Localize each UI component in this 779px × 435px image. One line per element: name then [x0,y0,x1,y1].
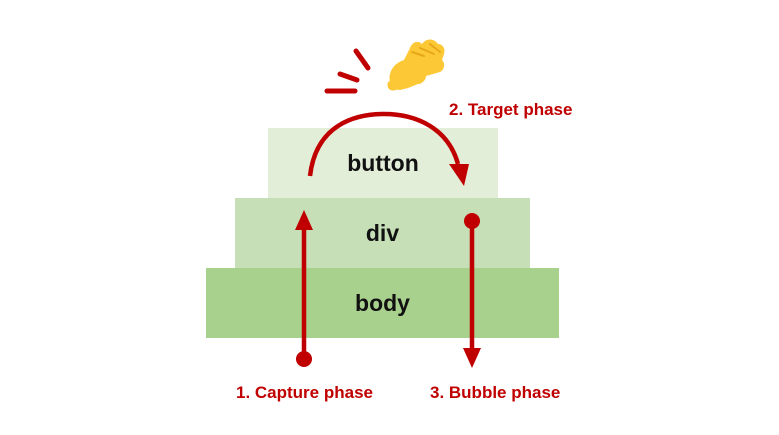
layer-div: div [235,198,530,268]
click-burst-icon [324,48,371,94]
pointing-hand-icon [387,39,445,91]
capture-phase-label: 1. Capture phase [236,383,373,402]
layer-div-label: div [365,219,400,246]
layer-body-label: body [355,289,410,316]
layer-button-label: button [347,149,419,176]
bubble-phase-label: 3. Bubble phase [430,383,561,402]
layer-button: button [268,128,498,198]
layer-body: body [206,268,559,338]
target-phase-label: 2. Target phase [449,100,573,119]
